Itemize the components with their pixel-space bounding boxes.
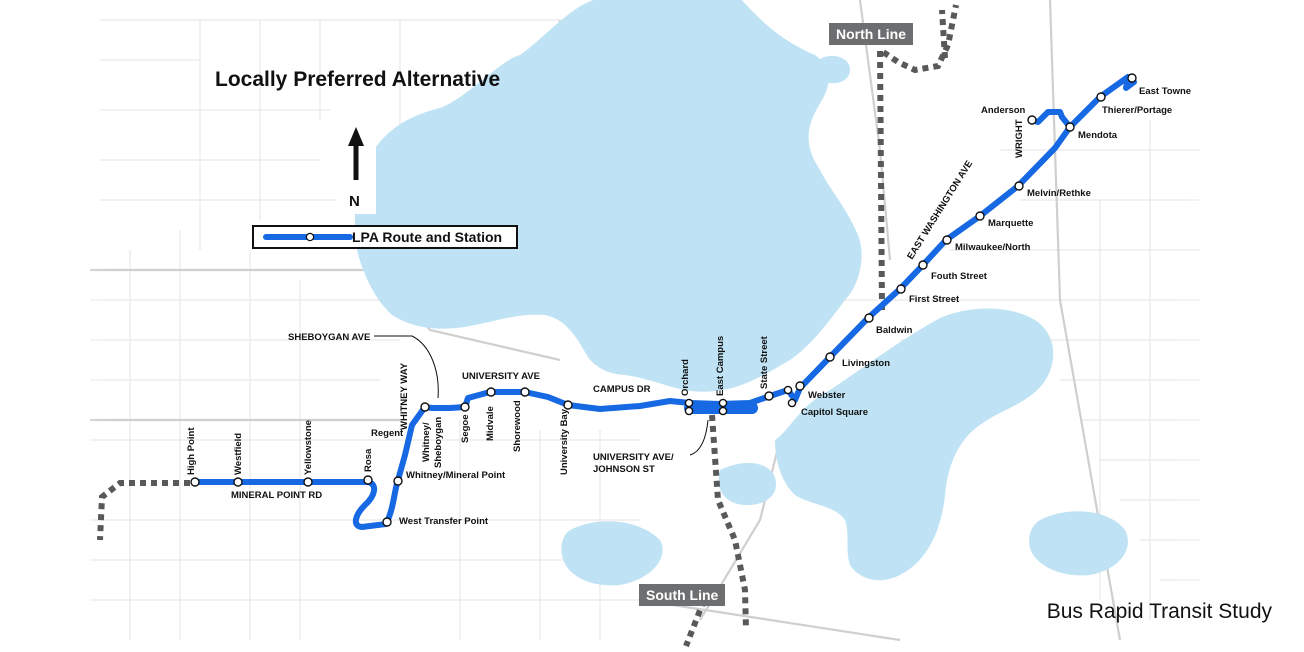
road-sheboygan-ave: SHEBOYGAN AVE [288,332,370,343]
south-line-badge: South Line [639,584,726,606]
label-orchard: Orchard [680,359,691,396]
label-milwaukee-north: Milwaukee/North [955,242,1031,253]
label-state-street: State Street [759,335,770,389]
north-line-badge: North Line [829,23,913,45]
north-arrow: N [336,124,376,214]
label-west-transfer-point: West Transfer Point [399,516,489,527]
station-first-street [896,284,906,294]
road-wright: WRIGHT [1014,119,1025,158]
station-segoe [460,402,470,412]
university-johnson-callout [689,419,709,456]
legend-label: LPA Route and Station [352,229,503,245]
legend: LPA Route and Station [252,225,518,249]
label-melvin-rethke: Melvin/Rethke [1027,188,1091,199]
label-fouth-street: Fouth Street [931,271,988,282]
station-thierer-portage [1096,92,1106,102]
label-rosa: Rosa [363,448,374,472]
station-state-street [764,391,774,401]
label-regent: Regent [371,428,404,439]
label-east-towne: East Towne [1139,86,1191,97]
station-east-campus-s [718,406,728,416]
label-east-campus: East Campus [715,336,726,396]
station-marquette [975,211,985,221]
road-university-ave: UNIVERSITY AVE [462,371,540,382]
station-anderson [1027,115,1037,125]
label-westfield: Westfield [233,433,244,475]
label-thierer-portage: Thierer/Portage [1102,105,1172,116]
north-line-branch [939,9,948,59]
station-capitol-1 [783,385,793,395]
label-midvale: Midvale [485,406,496,441]
label-whitney-sheboygan-2: Sheboygan [433,417,444,468]
road-university-johnson-1: UNIVERSITY AVE/ [593,452,674,463]
pond-north [815,55,851,84]
label-segoe: Segoe [460,414,471,443]
map-title: Locally Preferred Alternative [215,68,501,91]
label-baldwin: Baldwin [876,325,913,336]
station-capitol-2 [787,398,797,408]
road-whitney-way: WHITNEY WAY [399,362,410,430]
north-label: N [349,193,360,210]
station-west-transfer-point [382,517,392,527]
label-whitney-sheboygan-1: Whitney/ [421,422,432,462]
road-campus-dr: CAMPUS DR [593,384,651,395]
north-line-route [876,4,959,311]
west-extension [97,480,190,541]
label-webster: Webster [808,390,846,401]
label-shorewood: Shorewood [512,400,523,452]
station-webster [795,381,805,391]
label-marquette: Marquette [988,218,1033,229]
station-mendota [1065,122,1075,132]
left-fade [0,0,110,652]
stations [190,73,1137,527]
label-first-street: First Street [909,294,960,305]
sheboygan-callout [374,335,439,399]
road-mineral-point-rd: MINERAL POINT RD [231,490,322,501]
label-livingston: Livingston [842,358,890,369]
label-anderson: Anderson [981,105,1026,116]
station-rosa [363,475,373,485]
south-line-route [709,414,749,631]
legend-route-symbol [263,232,353,242]
lake-wingra [718,463,776,506]
station-orchard-s [684,406,694,416]
station-livingston [825,352,835,362]
label-mendota: Mendota [1078,130,1118,141]
station-university-bay [563,400,573,410]
label-high-point: High Point [186,427,197,475]
study-credit: Bus Rapid Transit Study [1046,600,1272,623]
lakes [355,0,1128,586]
station-east-towne [1127,73,1137,83]
station-fouth-street [918,260,928,270]
label-whitney-mineral-point: Whitney/Mineral Point [406,470,506,481]
lake-waubesa [1029,511,1128,576]
lake-south [561,521,663,586]
station-melvin-rethke [1014,181,1024,191]
street-grid [90,19,1200,640]
label-capitol-square: Capitol Square [801,407,868,418]
lake-mendota [355,0,862,392]
road-university-johnson-2: JOHNSON ST [593,464,655,475]
station-labels: High Point Westfield Yellowstone Rosa Wh… [186,86,1191,527]
label-yellowstone: Yellowstone [303,420,314,475]
station-orchard-n [684,398,694,408]
station-midvale [486,387,496,397]
station-east-campus-n [718,398,728,408]
station-shorewood [520,387,530,397]
station-yellowstone [303,477,313,487]
future-lines [97,4,959,648]
station-whitney-sheboygan [420,402,430,412]
right-fade [1170,0,1304,652]
label-university-bay: University Bay [559,408,570,475]
lake-monona [775,308,1054,581]
station-westfield [233,477,243,487]
station-whitney-mineral-point [393,476,403,486]
station-baldwin [864,313,874,323]
station-high-point [190,477,200,487]
station-milwaukee-north [942,235,952,245]
